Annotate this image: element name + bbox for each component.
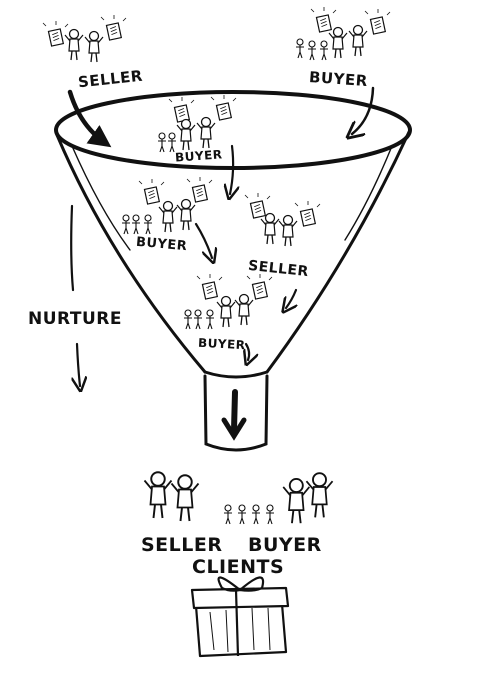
entry-arrows: [67, 86, 375, 148]
label-buyer-bottom: BUYER: [248, 534, 322, 556]
inner-arrow-2: [194, 222, 212, 258]
seller-entry-arrow: [67, 89, 112, 148]
funnel-shading-left: [71, 145, 131, 251]
label-buyer-funnel-1: BUYER: [174, 147, 223, 165]
funnel-right-wall: [265, 130, 411, 374]
buyer-group-top: [295, 6, 391, 61]
label-buyer-funnel-3: BUYER: [197, 335, 246, 353]
nurture-line-upper: [70, 204, 75, 292]
label-nurture: NURTURE: [28, 309, 122, 329]
nurture-arrow: [70, 204, 80, 386]
nurture-line-lower: [77, 342, 80, 386]
inner-arrows: [194, 144, 296, 360]
funnel-neck-top: [203, 370, 269, 379]
inner-arrow-4: [246, 342, 249, 360]
spout-arrow: [221, 389, 247, 441]
seller-clients-figures: [143, 471, 200, 522]
inner-arrow-1: [230, 144, 233, 194]
inner-arrow-3: [286, 288, 296, 308]
funnel-spout: [203, 374, 269, 452]
label-buyer-top: BUYER: [308, 67, 369, 91]
buyer-group-funnel-1: [157, 94, 237, 153]
label-seller-bottom: SELLER: [141, 534, 223, 556]
buyer-clients-figures: [223, 472, 334, 525]
funnel-shading-right: [344, 145, 393, 241]
funnel-left-wall: [55, 133, 207, 374]
seller-group-funnel: [244, 192, 321, 247]
gift-box-icon: [190, 576, 290, 658]
buyer-group-funnel-3: [183, 273, 273, 330]
seller-group-top: [42, 14, 127, 63]
buyer-entry-arrow: [352, 86, 375, 134]
label-clients: CLIENTS: [192, 556, 285, 578]
buyer-group-funnel-2: [121, 176, 213, 235]
